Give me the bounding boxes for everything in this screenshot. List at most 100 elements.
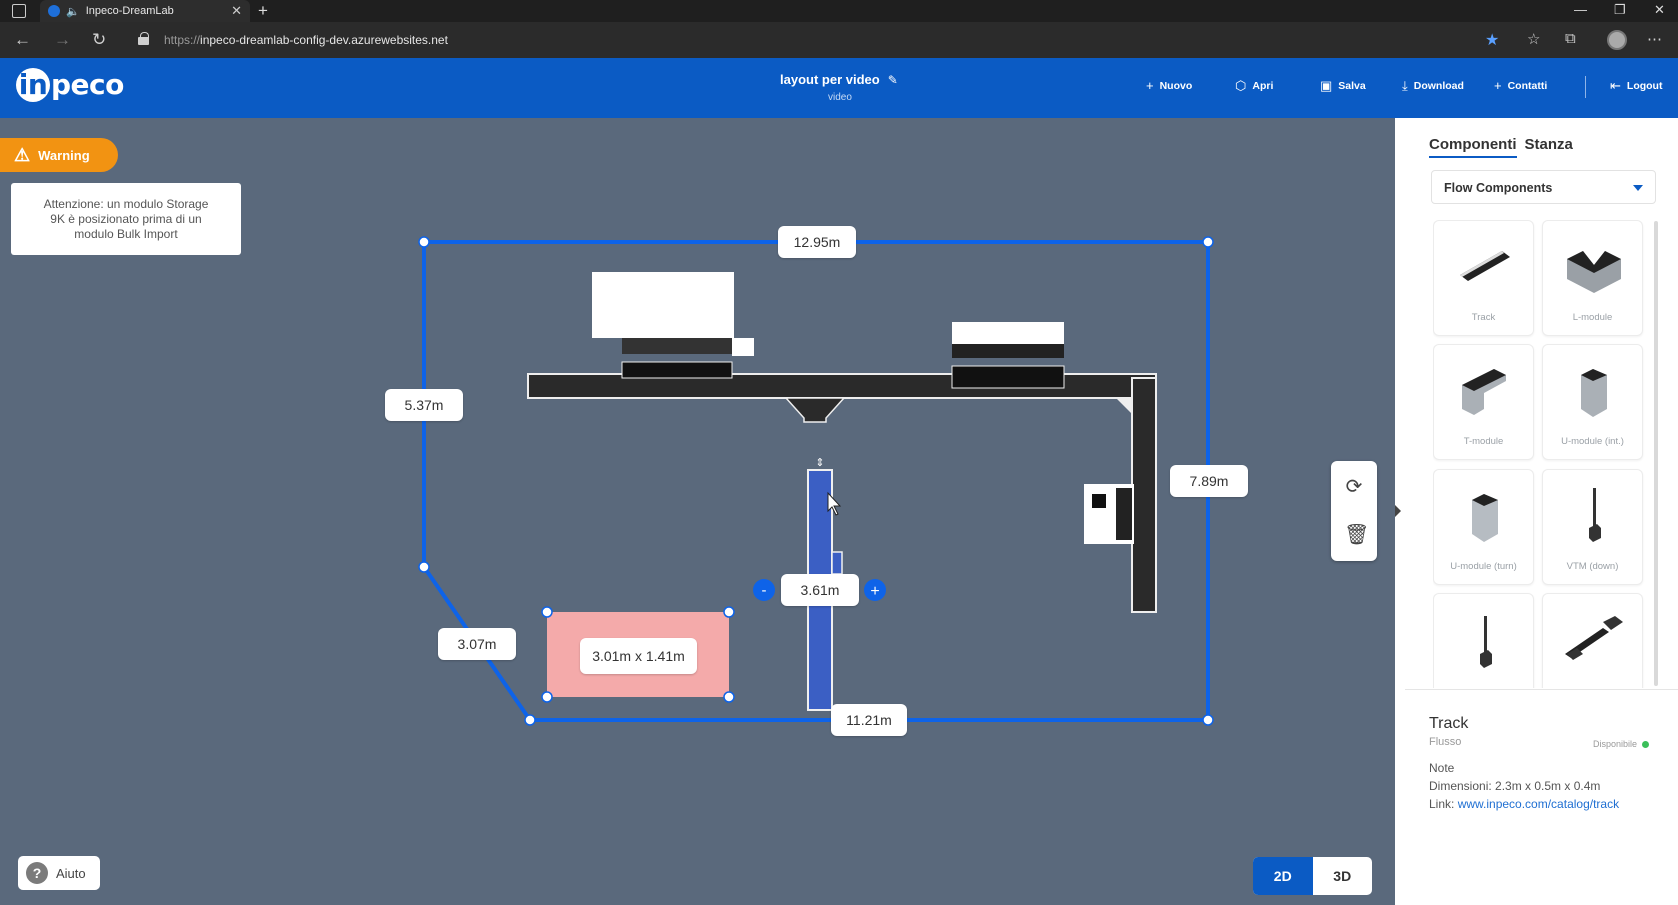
- tab-componenti[interactable]: Componenti: [1429, 136, 1517, 158]
- open-icon: ⬡: [1235, 78, 1247, 93]
- menu-save-button[interactable]: ▣Salva: [1320, 78, 1366, 93]
- component-label: U-module (turn): [1450, 561, 1517, 572]
- component-card-track[interactable]: Track: [1433, 220, 1534, 336]
- module-top-left-side: [732, 338, 754, 356]
- favicon-icon: [48, 5, 60, 17]
- trash-icon[interactable]: 🗑: [1344, 524, 1370, 546]
- info-category: Flusso: [1429, 736, 1462, 748]
- url-field[interactable]: https://inpeco-dreamlab-config-dev.azure…: [164, 33, 448, 47]
- dimension-top[interactable]: 12.95m: [778, 226, 856, 258]
- browser-titlebar: 🔈 Inpeco-DreamLab ✕ + — ❐ ✕: [0, 0, 1678, 22]
- component-label: L-module: [1572, 312, 1613, 323]
- component-card-vtm[interactable]: [1433, 593, 1534, 688]
- chevron-down-icon: [1633, 185, 1643, 191]
- dimension-bottom[interactable]: 11.21m: [831, 704, 907, 736]
- save-icon: ▣: [1320, 78, 1333, 93]
- panel-divider: [1405, 689, 1678, 690]
- availability-dot-icon: [1642, 740, 1650, 748]
- warning-icon: ⚠: [14, 145, 31, 165]
- lock-icon[interactable]: [138, 32, 149, 45]
- new-tab-button[interactable]: +: [258, 1, 268, 20]
- view-3d-button[interactable]: 3D: [1333, 868, 1352, 884]
- dimension-diagonal[interactable]: 3.07m: [438, 628, 516, 660]
- t-junction[interactable]: [784, 397, 846, 423]
- window-menu-icon[interactable]: [12, 4, 26, 18]
- reload-icon[interactable]: ↻: [92, 30, 107, 49]
- menu-logout-button[interactable]: ⇤Logout: [1610, 78, 1663, 93]
- component-card-bridge[interactable]: [1542, 593, 1643, 688]
- panel-collapse-icon[interactable]: [1395, 505, 1401, 517]
- favorites-icon[interactable]: ☆: [1527, 31, 1541, 48]
- room-corner-handles[interactable]: [418, 236, 1214, 726]
- module-right-block: [1092, 494, 1106, 508]
- l-module-icon: [1567, 251, 1621, 293]
- dimension-left[interactable]: 5.37m: [385, 389, 463, 421]
- info-note: Note: [1429, 761, 1455, 775]
- info-link-row: Link: www.inpeco.com/catalog/track: [1429, 797, 1619, 811]
- help-button[interactable]: ? Aiuto: [18, 856, 100, 890]
- close-tab-icon[interactable]: ✕: [231, 3, 242, 18]
- profile-avatar[interactable]: [1607, 30, 1627, 50]
- t-module-icon: [1462, 369, 1506, 415]
- component-card-vtm-down[interactable]: VTM (down): [1542, 469, 1643, 585]
- document-title[interactable]: layout per video✎: [780, 72, 898, 87]
- warning-tag[interactable]: ⚠ Warning: [0, 138, 118, 172]
- length-minus-button[interactable]: [753, 579, 775, 601]
- info-link[interactable]: www.inpeco.com/catalog/track: [1457, 797, 1620, 811]
- mouse-cursor-icon: [827, 491, 842, 516]
- track-vertical-right[interactable]: [1131, 377, 1157, 613]
- move-handle-icon[interactable]: ⇕: [815, 456, 824, 469]
- component-card-u-module-int[interactable]: U-module (int.): [1542, 344, 1643, 460]
- category-select-value: Flow Components: [1444, 181, 1553, 195]
- module-top-right-base2: [951, 365, 1065, 389]
- zone-handles[interactable]: [541, 606, 735, 703]
- u-module-int-icon: [1581, 369, 1607, 417]
- view-toggle: 2D 3D: [1253, 857, 1372, 895]
- selected-track-notch: [831, 551, 843, 575]
- components-grid: Track L-module T-module U-module (int.) …: [1433, 220, 1645, 688]
- module-top-left[interactable]: [592, 272, 734, 338]
- component-card-t-module[interactable]: T-module: [1433, 344, 1534, 460]
- restore-icon[interactable]: ❐: [1614, 2, 1626, 17]
- panel-tabs: Componenti Stanza: [1429, 136, 1573, 158]
- menu-contacts-button[interactable]: +Contatti: [1494, 78, 1548, 93]
- speaker-icon[interactable]: 🔈: [66, 5, 80, 18]
- forward-icon[interactable]: →: [54, 30, 71, 49]
- menu-open-button[interactable]: ⬡Apri: [1235, 78, 1274, 93]
- minus-icon: -: [762, 582, 767, 599]
- dimension-track-length[interactable]: 3.61m: [781, 574, 859, 606]
- minimize-icon[interactable]: —: [1574, 2, 1587, 17]
- module-top-right[interactable]: [952, 322, 1064, 344]
- plus-icon: +: [870, 583, 879, 600]
- components-scrollbar[interactable]: [1654, 221, 1658, 686]
- menu-download-button[interactable]: ⤓Download: [1402, 78, 1464, 93]
- module-top-left-base: [622, 338, 732, 354]
- dimension-zone[interactable]: 3.01m x 1.41m: [580, 638, 697, 674]
- warning-message: Attenzione: un modulo Storage 9K è posiz…: [11, 183, 241, 255]
- browser-tab[interactable]: 🔈 Inpeco-DreamLab ✕: [40, 0, 250, 22]
- edit-pencil-icon[interactable]: ✎: [887, 73, 898, 87]
- component-card-u-module-turn[interactable]: U-module (turn): [1433, 469, 1534, 585]
- availability-label: Disponibile: [1593, 739, 1638, 749]
- component-card-l-module[interactable]: L-module: [1542, 220, 1643, 336]
- category-select[interactable]: Flow Components: [1431, 170, 1656, 204]
- back-icon[interactable]: ←: [14, 30, 31, 49]
- dimension-right[interactable]: 7.89m: [1170, 465, 1248, 497]
- close-window-icon[interactable]: ✕: [1654, 2, 1665, 17]
- floor-plan[interactable]: ⇕ - +: [0, 0, 1395, 905]
- module-right-side: [1116, 488, 1132, 540]
- tab-stanza[interactable]: Stanza: [1524, 136, 1573, 153]
- more-icon[interactable]: ⋯: [1647, 31, 1662, 48]
- u-module-turn-icon: [1472, 494, 1498, 542]
- collections-icon[interactable]: ⧉: [1565, 30, 1576, 47]
- menu-new-button[interactable]: +Nuovo: [1146, 78, 1193, 93]
- rotate-icon[interactable]: ⟳: [1345, 476, 1363, 498]
- length-plus-button[interactable]: [864, 579, 886, 601]
- view-2d-button[interactable]: 2D: [1253, 857, 1313, 895]
- vtm-icon: [1480, 616, 1492, 668]
- info-dimensions: Dimensioni: 2.3m x 0.5m x 0.4m: [1429, 779, 1601, 793]
- favorite-star-icon[interactable]: ★: [1485, 32, 1500, 49]
- track-corner: [1116, 398, 1132, 414]
